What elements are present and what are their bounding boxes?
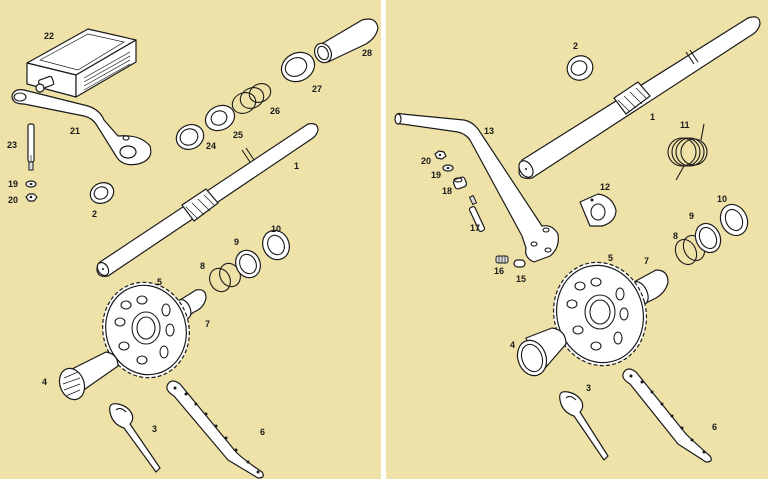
callout-5: 5 (157, 277, 163, 287)
callout-24: 24 (206, 141, 217, 151)
callout-11: 11 (680, 120, 690, 130)
washer-part-9-icon (694, 222, 722, 254)
shaft-part-1-icon (518, 16, 761, 179)
bolt-part-23-icon (27, 123, 35, 171)
callout-1: 1 (294, 161, 300, 171)
stop-bracket-part-12-icon (579, 193, 617, 227)
callout-9: 9 (689, 211, 695, 221)
tube-part-28-icon (314, 18, 379, 64)
left-parts-drawing (11, 18, 379, 479)
callout-6: 6 (712, 422, 718, 432)
splined-sleeve-part-4-icon (58, 351, 119, 401)
callout-15: 15 (516, 274, 527, 284)
callout-10: 10 (271, 224, 282, 234)
callout-3: 3 (152, 424, 158, 434)
lever-part-21-icon (11, 89, 152, 166)
callout-13: 13 (484, 126, 495, 136)
callout-9: 9 (234, 237, 240, 247)
right-panel-diagram: 1 2 3 4 5 6 7 8 9 10 11 12 13 15 16 17 1… (386, 0, 768, 479)
callout-4: 4 (42, 377, 48, 387)
spring-part-16-icon (495, 255, 509, 264)
lever-part-13-icon (394, 112, 559, 263)
chain-part-6-icon (622, 368, 712, 463)
pivot-bolt-part-17-icon (468, 194, 486, 232)
callout-18: 18 (442, 186, 453, 196)
seal-ring-part-2-icon (89, 182, 115, 204)
plunger-part-15-icon (513, 259, 526, 268)
callout-8: 8 (200, 261, 206, 271)
spring-clip-part-3-icon (559, 391, 609, 461)
chain-part-6-icon (166, 380, 264, 479)
callout-25: 25 (233, 130, 244, 140)
callout-5: 5 (608, 253, 614, 263)
bearing-part-27-icon (280, 51, 316, 83)
callout-8: 8 (673, 231, 679, 241)
bearing-part-24-icon (175, 124, 205, 150)
callout-7: 7 (205, 319, 211, 329)
right-parts-drawing (394, 16, 761, 463)
callout-12: 12 (600, 182, 611, 192)
callout-20: 20 (421, 156, 432, 166)
sprocket-part-5-icon (102, 281, 190, 379)
callout-21: 21 (70, 126, 81, 136)
return-spring-part-11-icon (667, 123, 708, 181)
bush-part-18-icon (452, 176, 468, 190)
washer-part-10-icon (262, 229, 290, 261)
callout-7: 7 (644, 256, 650, 266)
callout-19: 19 (8, 179, 19, 189)
spring-part-26-icon (231, 83, 272, 114)
callout-23: 23 (7, 140, 18, 150)
callout-2: 2 (92, 209, 98, 219)
callout-20: 20 (8, 195, 19, 205)
seal-ring-part-2-icon (566, 55, 594, 81)
callout-6: 6 (260, 427, 266, 437)
callout-17: 17 (470, 223, 481, 233)
callout-26: 26 (270, 106, 281, 116)
callout-27: 27 (312, 84, 323, 94)
callout-3: 3 (586, 383, 592, 393)
spring-clip-part-3-icon (109, 403, 161, 473)
spacer-part-25-icon (204, 104, 236, 132)
washer-part-9-icon (235, 249, 261, 279)
splined-sleeve-part-4-icon (516, 327, 567, 377)
callout-22: 22 (44, 31, 55, 41)
left-panel-diagram: 1 2 3 4 5 6 7 8 9 10 19 20 21 22 23 24 2… (0, 0, 381, 479)
callout-19: 19 (431, 170, 442, 180)
washer-part-10-icon (719, 203, 749, 237)
callout-4: 4 (510, 340, 516, 350)
pedal-part-22-icon (26, 28, 137, 98)
callout-16: 16 (494, 266, 505, 276)
callout-28: 28 (362, 48, 373, 58)
callout-1: 1 (650, 112, 656, 122)
callout-2: 2 (573, 41, 579, 51)
callout-10: 10 (717, 194, 728, 204)
shaft-part-1-icon (96, 123, 319, 277)
sprocket-part-5-icon (552, 261, 648, 367)
